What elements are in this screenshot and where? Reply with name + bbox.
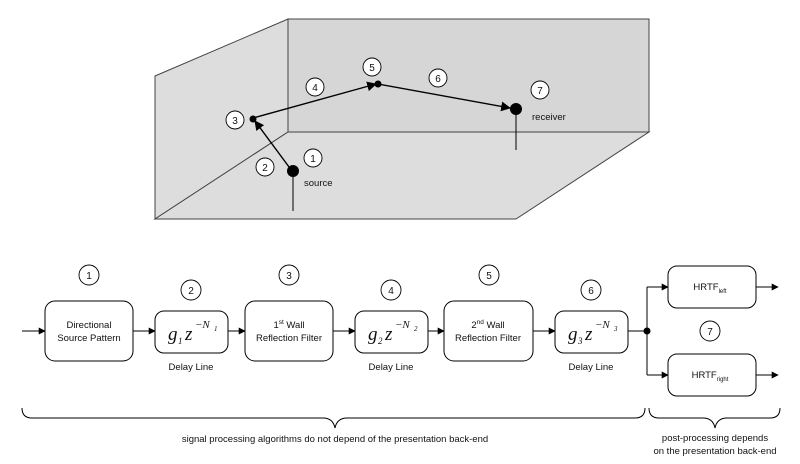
svg-text:1: 1 [214, 325, 218, 333]
delay-line-box-3: g 3 z −N 3 [554, 310, 629, 354]
svg-text:1st Wall: 1st Wall [273, 319, 304, 331]
stage-number-6: 6 [580, 279, 602, 301]
room-marker-3: 3 [225, 110, 245, 130]
room-marker-4: 4 [305, 77, 325, 97]
receiver-label: receiver [532, 112, 566, 123]
svg-text:3: 3 [232, 116, 238, 127]
svg-text:5: 5 [369, 63, 375, 74]
svg-text:3: 3 [613, 325, 618, 333]
svg-text:2: 2 [188, 286, 194, 297]
room-marker-2: 2 [255, 157, 275, 177]
svg-text:−N: −N [595, 319, 610, 331]
svg-text:2nd Wall: 2nd Wall [471, 319, 504, 331]
room-marker-7: 7 [530, 80, 550, 100]
left-brace-caption: signal processing algorithms do not depe… [182, 434, 488, 445]
svg-text:7: 7 [537, 86, 543, 97]
svg-text:2: 2 [378, 336, 383, 346]
svg-text:Directional: Directional [67, 320, 112, 331]
svg-text:g: g [168, 324, 178, 345]
svg-text:g: g [368, 324, 378, 345]
svg-text:3: 3 [286, 271, 292, 282]
room-diagram: source receiver 1 2 3 4 5 [153, 18, 651, 220]
room-back-wall [287, 18, 650, 133]
svg-text:−N: −N [195, 319, 210, 331]
stage-number-1: 1 [78, 264, 100, 286]
svg-text:4: 4 [312, 83, 318, 94]
stage-number-4: 4 [380, 279, 402, 301]
path-wall-to-wall [252, 81, 377, 119]
source-label: source [304, 178, 333, 189]
svg-text:1: 1 [310, 154, 316, 165]
left-brace [21, 407, 646, 429]
svg-text:4: 4 [388, 286, 394, 297]
reflection-point-1 [249, 115, 257, 123]
stage-number-2: 2 [180, 279, 202, 301]
svg-text:z: z [384, 324, 393, 345]
receiver-dot [510, 103, 522, 115]
right-brace-caption-line2: on the presentation back-end [653, 446, 776, 457]
svg-text:−N: −N [395, 319, 410, 331]
svg-text:g: g [568, 324, 578, 345]
svg-text:1: 1 [178, 336, 183, 346]
room-marker-1: 1 [303, 148, 323, 168]
wall-reflection-filter-2-box: 2nd Wall Reflection Filter [443, 300, 534, 362]
hrtf-left-box: HRTFleft [667, 265, 757, 309]
svg-text:HRTFright: HRTFright [692, 370, 729, 383]
wall-reflection-filter-1-box: 1st Wall Reflection Filter [244, 300, 334, 362]
source-dot [287, 165, 299, 177]
processing-braces: signal processing algorithms do not depe… [21, 407, 781, 457]
delay-line-label-2: Delay Line [369, 362, 414, 373]
path-wall-to-receiver [377, 83, 511, 112]
svg-text:3: 3 [577, 336, 583, 346]
stage-number-5: 5 [478, 264, 500, 286]
svg-text:2: 2 [414, 325, 418, 333]
svg-text:Reflection Filter: Reflection Filter [256, 333, 322, 344]
svg-text:z: z [584, 324, 593, 345]
svg-text:z: z [184, 324, 193, 345]
hrtf-right-box: HRTFright [667, 353, 757, 397]
directional-source-pattern-box: Directional Source Pattern [44, 300, 134, 362]
path-source-to-wall [254, 120, 293, 172]
svg-text:Source Pattern: Source Pattern [57, 333, 120, 344]
right-brace [648, 407, 781, 429]
delay-line-label-1: Delay Line [169, 362, 214, 373]
room-marker-6: 6 [428, 68, 448, 88]
right-brace-caption-line1: post-processing depends [662, 433, 768, 444]
svg-text:Reflection Filter: Reflection Filter [455, 333, 521, 344]
room-marker-5: 5 [362, 57, 382, 77]
svg-text:6: 6 [435, 74, 441, 85]
svg-text:1: 1 [86, 271, 92, 282]
stage-number-7: 7 [699, 320, 721, 342]
reflection-point-2 [374, 80, 382, 88]
delay-line-label-3: Delay Line [569, 362, 614, 373]
svg-text:2: 2 [262, 163, 268, 174]
svg-text:7: 7 [707, 327, 713, 338]
delay-line-box-2: g 2 z −N 2 [354, 310, 429, 354]
signal-pipeline: 1 2 3 4 5 6 7 Directional S [22, 264, 779, 397]
delay-line-box-1: g 1 z −N 1 [154, 310, 229, 354]
svg-text:6: 6 [588, 286, 594, 297]
svg-text:HRTFleft: HRTFleft [693, 282, 726, 295]
svg-text:5: 5 [486, 271, 492, 282]
stage-number-3: 3 [278, 264, 300, 286]
